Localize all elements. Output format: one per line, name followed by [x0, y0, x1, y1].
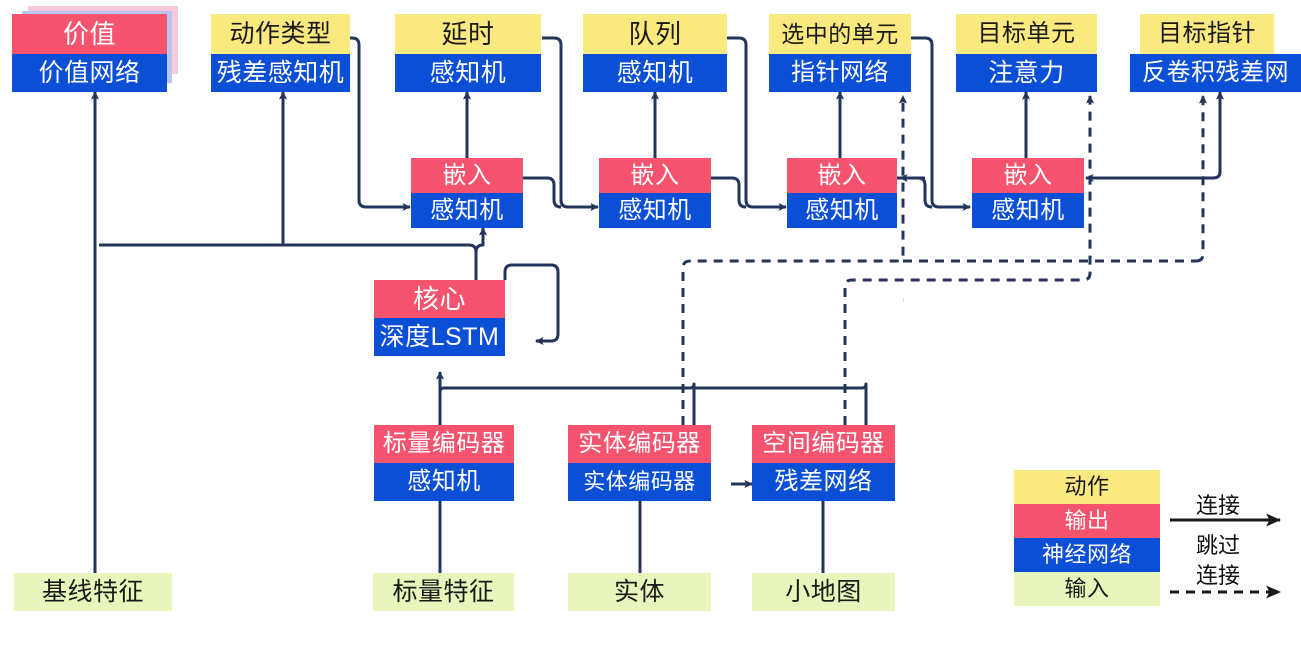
node-queue[interactable]: 队列 感知机	[583, 14, 727, 92]
node-scalar-encoder-action: 标量编码器	[374, 425, 514, 463]
legend-skip-label-line1: 跳过	[1196, 533, 1241, 558]
node-entity-encoder[interactable]: 实体编码器 实体编码器	[568, 425, 711, 501]
node-target-pointer-network: 反卷积残差网	[1130, 54, 1301, 92]
node-embed-1-network: 感知机	[411, 193, 523, 228]
node-embed-3-network: 感知机	[787, 193, 897, 228]
node-scalar-encoder-network: 感知机	[374, 463, 514, 501]
node-embed-3-action: 嵌入	[787, 158, 897, 193]
input-scalar-feature[interactable]: 标量特征	[373, 573, 514, 611]
node-spatial-encoder[interactable]: 空间编码器 残差网络	[752, 425, 895, 501]
node-core-action: 核心	[374, 280, 505, 318]
legend-swatch-network: 神经网络	[1014, 538, 1160, 572]
node-embed-2[interactable]: 嵌入 感知机	[599, 158, 711, 228]
input-entities-label: 实体	[568, 573, 711, 611]
node-selected-units-network: 指针网络	[769, 54, 911, 92]
input-entities[interactable]: 实体	[568, 573, 711, 611]
legend-connection-label: 连接	[1196, 493, 1241, 518]
node-entity-encoder-action: 实体编码器	[568, 425, 711, 463]
node-queue-network: 感知机	[583, 54, 727, 92]
legend-edge-samples	[1170, 513, 1281, 599]
input-baseline-feature[interactable]: 基线特征	[14, 573, 172, 611]
node-delay[interactable]: 延时 感知机	[395, 14, 541, 92]
node-value[interactable]: 价值 价值网络	[12, 14, 167, 92]
legend-swatch-input: 输入	[1014, 572, 1160, 606]
node-spatial-encoder-action: 空间编码器	[752, 425, 895, 463]
node-value-network: 价值网络	[12, 54, 167, 92]
legend-swatch-action: 动作	[1014, 470, 1160, 504]
node-scalar-encoder[interactable]: 标量编码器 感知机	[374, 425, 514, 501]
node-action-type[interactable]: 动作类型 残差感知机	[211, 14, 350, 92]
node-embed-1[interactable]: 嵌入 感知机	[411, 158, 523, 228]
node-embed-1-action: 嵌入	[411, 158, 523, 193]
legend-skip-label-line2: 连接	[1196, 563, 1241, 588]
node-action-type-network: 残差感知机	[211, 54, 350, 92]
node-entity-encoder-network: 实体编码器	[568, 463, 711, 501]
node-spatial-encoder-network: 残差网络	[752, 463, 895, 501]
node-delay-network: 感知机	[395, 54, 541, 92]
node-embed-2-network: 感知机	[599, 193, 711, 228]
legend-swatch-output: 输出	[1014, 504, 1160, 538]
input-scalar-feature-label: 标量特征	[373, 573, 514, 611]
node-selected-units-action: 选中的单元	[769, 14, 911, 54]
node-target-pointer-action: 目标指针	[1140, 14, 1274, 54]
input-minimap-label: 小地图	[752, 573, 895, 611]
node-embed-4-network: 感知机	[972, 193, 1084, 228]
node-target-unit[interactable]: 目标单元 注意力	[956, 14, 1097, 92]
node-embed-3[interactable]: 嵌入 感知机	[787, 158, 897, 228]
node-embed-4[interactable]: 嵌入 感知机	[972, 158, 1084, 228]
node-value-action: 价值	[12, 14, 167, 54]
node-target-unit-network: 注意力	[956, 54, 1097, 92]
node-target-pointer[interactable]: 目标指针	[1140, 14, 1274, 54]
legend-swatches: 动作 输出 神经网络 输入	[1014, 470, 1160, 606]
input-baseline-feature-label: 基线特征	[14, 573, 172, 611]
input-minimap[interactable]: 小地图	[752, 573, 895, 611]
node-target-unit-action: 目标单元	[956, 14, 1097, 54]
node-target-pointer-network-box[interactable]: 反卷积残差网	[1130, 54, 1301, 92]
node-core-network: 深度LSTM	[374, 318, 505, 356]
node-embed-2-action: 嵌入	[599, 158, 711, 193]
node-delay-action: 延时	[395, 14, 541, 54]
node-core[interactable]: 核心 深度LSTM	[374, 280, 505, 356]
node-action-type-action: 动作类型	[211, 14, 350, 54]
node-selected-units[interactable]: 选中的单元 指针网络	[769, 14, 911, 92]
node-embed-4-action: 嵌入	[972, 158, 1084, 193]
node-queue-action: 队列	[583, 14, 727, 54]
